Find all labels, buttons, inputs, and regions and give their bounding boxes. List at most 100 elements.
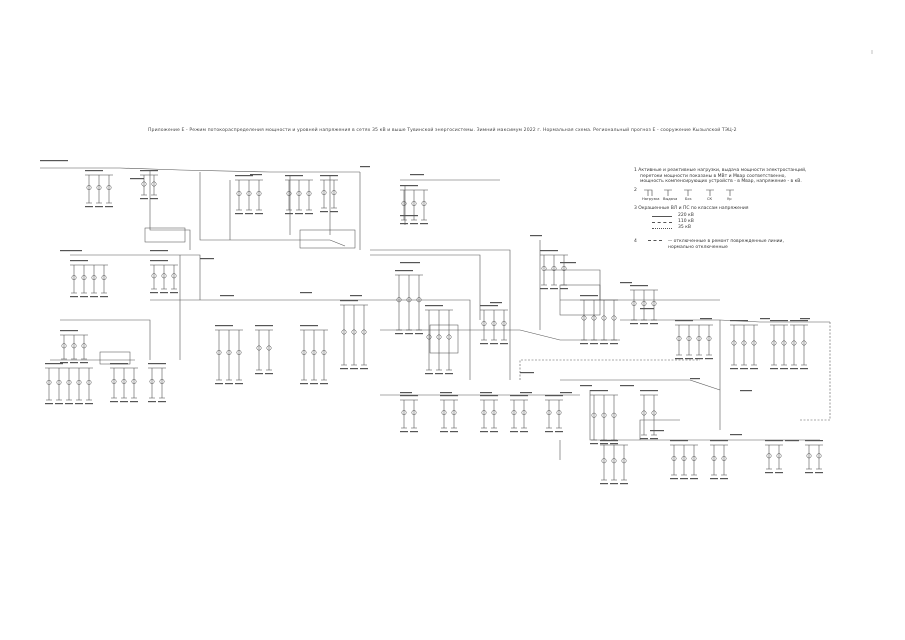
legend-item-1-line-2: перетоки мощности показаны в МВт и Мвар … [640,173,786,179]
ss-mid-6-label-1 [435,373,443,375]
line-far-right-drop [800,322,831,421]
ss-top-4-label-0 [400,223,408,225]
caption-mark-31 [480,392,492,394]
ss-r-8-label-0 [590,443,598,445]
line-right-link [370,249,511,380]
ss-r-11-transformer-0 [711,456,717,461]
caption-mark-23 [620,385,634,387]
ss-mid-4-label-1 [350,368,358,370]
caption-mark-18 [700,318,712,320]
legend-class-35-label: 35 кВ [678,225,691,231]
ss-bl-3-transformer-1 [121,379,127,384]
ss-r-3-transformer-2 [651,301,657,306]
ss-bot-4-label-1 [520,431,528,433]
ss-r-2-transformer-1 [591,315,597,321]
ss-r-4-transformer-1 [686,336,692,341]
ss-mid-3-label-2 [320,383,328,385]
ss-top-4-transformer-1 [411,201,417,206]
ss-r-7-label-0 [790,368,798,370]
ss-bl-1-transformer-2 [81,343,87,349]
legend-class-35: 35 кВ [652,225,834,231]
ss-ml-1-transformer-2 [91,275,97,281]
caption-mark-12 [400,262,420,264]
ss-mid-7-transformer-0 [481,321,487,326]
ss-bl-4-label-1 [158,401,166,403]
ss-r-12-transformer-0 [766,453,772,459]
ss-mid-3-transformer-2 [321,350,327,355]
ss-r-1-caption [540,250,558,252]
ss-bl-2-transformer-2 [66,379,72,385]
ss-r-8-transformer-2 [611,412,617,418]
ss-r-5-transformer-1 [741,340,747,346]
ss-r-11-label-0 [710,478,718,480]
ss-mid-7-transformer-2 [501,321,507,326]
ss-ml-1-caption [70,260,88,262]
ss-r-9-caption [640,390,658,392]
ss-mid-7-caption [480,305,498,307]
ss-bl-1-label-0 [60,362,68,364]
legend-item-3: 3 Окрашенные ВЛ и ПС по классам напряжен… [634,205,749,211]
ss-r-1-transformer-2 [561,266,567,271]
ss-bot-4-transformer-1 [521,410,527,416]
ss-r-8-caption [590,390,608,392]
ss-r-10-label-2 [690,478,698,480]
ss-bot-1-transformer-0 [401,410,407,416]
ss-bl-3-transformer-2 [131,379,137,384]
ss-tl-1-label-1 [95,206,103,208]
ss-r-14-label-2 [620,483,628,485]
ss-bl-4-label-0 [148,401,156,403]
caption-mark-9 [220,295,234,297]
ss-bl-2-label-4 [85,403,93,405]
ss-ml-1-transformer-1 [81,275,87,281]
ss-tl-1-transformer-2 [106,185,112,191]
caption-mark-22 [580,385,592,387]
ss-mid-1-label-0 [215,383,223,385]
ss-r-14-transformer-1 [611,458,617,464]
ss-top-4-transformer-0 [401,201,407,206]
switchgear-left [144,227,186,243]
ss-bot-3-label-1 [490,431,498,433]
caption-mark-15 [560,262,576,264]
legend-symbol-label-ur: Ур [727,196,732,201]
ss-mid-4-caption [340,300,358,302]
caption-mark-5 [400,215,418,217]
ss-mid-4-transformer-2 [361,329,367,335]
ss-bl-2-label-3 [75,403,83,405]
ss-mid-4-transformer-1 [351,329,357,335]
caption-mark-32 [520,392,532,394]
line-bottom-stub [639,419,680,440]
ss-tl-2-label-0 [140,198,148,200]
ss-ml-2-label-0 [150,292,158,294]
ss-bot-5-caption [545,395,563,397]
ss-r-10-label-0 [670,478,678,480]
ss-top-1-label-0 [235,213,243,215]
legend-symbol-label-sk: СК [707,196,713,201]
ss-r-5-caption [730,320,748,322]
ss-r-13-label-1 [815,472,823,474]
line-center-east [380,299,471,380]
legend-item-1-line-1: 1 Активные и реактивные нагрузки, выдача… [634,168,807,173]
ss-r-6-label-1 [780,368,788,370]
ss-r-9-transformer-1 [651,410,657,416]
ss-mid-7-label-0 [480,343,488,345]
switchgear-center [299,229,356,249]
caption-mark-6 [60,250,82,252]
ss-bot-2-caption [440,395,458,397]
ss-bot-4-label-0 [510,431,518,433]
ss-r-2-label-1 [590,343,598,345]
ss-mid-5-label-2 [415,333,423,335]
caption-mark-26 [650,430,664,432]
ss-bl-2-transformer-3 [76,379,82,385]
ss-r-14-label-0 [600,483,608,485]
ss-top-4-transformer-2 [421,201,427,206]
ss-r-10-transformer-1 [681,456,687,461]
legend-class-110: 110 кВ [652,219,834,225]
ss-bot-2-transformer-0 [441,410,447,416]
ss-mid-5-caption [395,270,413,272]
legend-symbol-label-bsk: Бск [685,196,692,201]
ss-mid-2-caption [255,325,273,327]
ss-bl-1-caption [60,330,78,332]
line-main-top [40,167,360,173]
legend-symbol-label-load: Нагрузка [642,196,660,201]
